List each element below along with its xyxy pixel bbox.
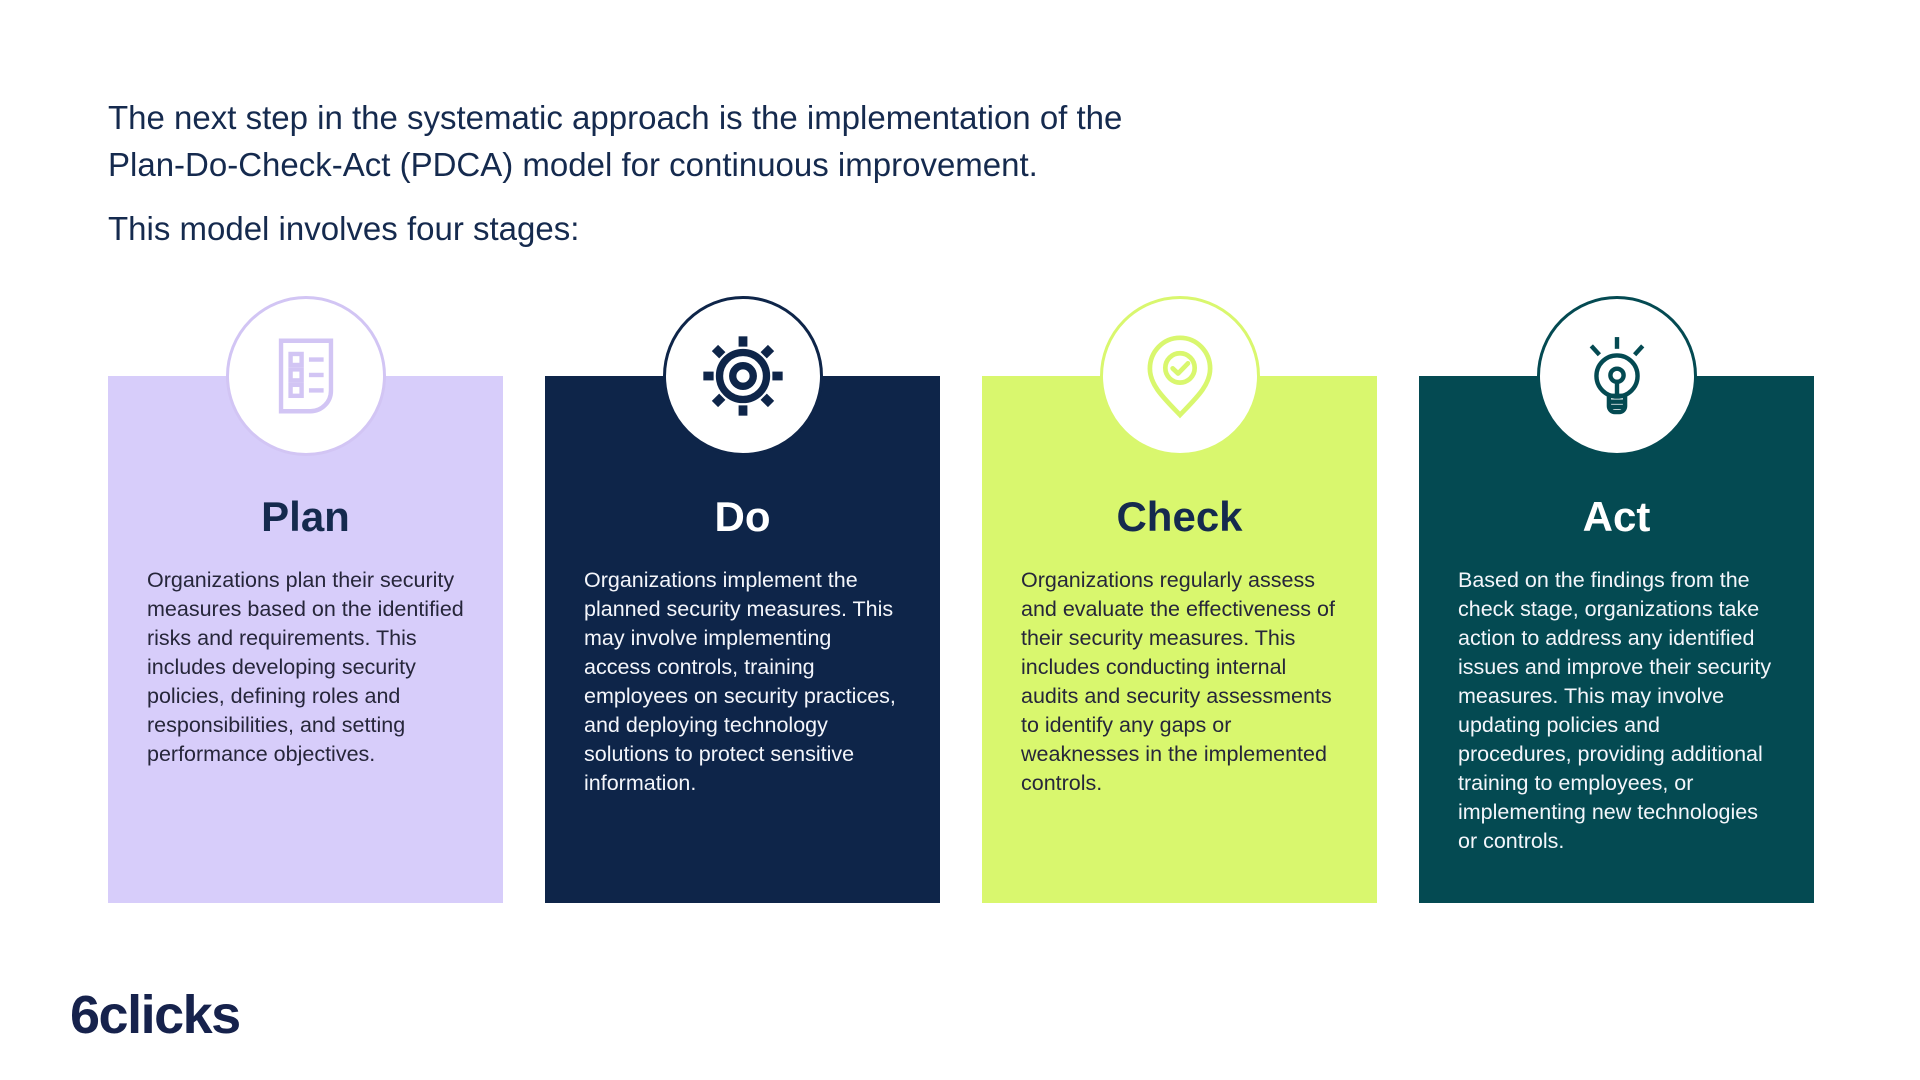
pdca-cards: Plan Organizations plan their security m… <box>108 296 1814 903</box>
card-do-content: Do Organizations implement the planned s… <box>545 376 940 798</box>
card-act-content: Act Based on the findings from the check… <box>1419 376 1814 856</box>
card-check-title: Check <box>1116 493 1243 540</box>
card-check: Check Organizations regularly assess and… <box>982 296 1377 903</box>
card-do-background <box>545 376 940 903</box>
checklist-icon <box>259 329 353 423</box>
intro-text: The next step in the systematic approach… <box>108 94 1122 252</box>
card-plan: Plan Organizations plan their security m… <box>108 296 503 903</box>
card-plan-background <box>108 376 503 903</box>
card-plan-title: Plan <box>261 493 350 540</box>
plan-icon-circle <box>225 296 386 456</box>
do-icon-circle <box>662 296 823 456</box>
intro-line-2: Plan-Do-Check-Act (PDCA) model for conti… <box>108 146 1038 183</box>
card-check-description: Organizations regularly assess and evalu… <box>1021 568 1335 795</box>
card-check-background <box>982 376 1377 903</box>
card-plan-content: Plan Organizations plan their security m… <box>108 376 503 769</box>
check-icon-circle <box>1099 296 1260 456</box>
card-act-background <box>1419 376 1814 903</box>
card-check-content: Check Organizations regularly assess and… <box>982 376 1377 798</box>
card-do-description: Organizations implement the planned secu… <box>584 568 896 795</box>
lightbulb-icon <box>1570 329 1664 423</box>
card-act: Act Based on the findings from the check… <box>1419 296 1814 903</box>
location-check-icon <box>1133 329 1227 423</box>
intro-line-1: The next step in the systematic approach… <box>108 99 1123 136</box>
card-plan-description: Organizations plan their security measur… <box>147 568 464 766</box>
gear-icon <box>696 329 790 423</box>
act-icon-circle <box>1536 296 1697 456</box>
card-act-description: Based on the findings from the check sta… <box>1458 568 1772 853</box>
card-do-title: Do <box>714 493 771 540</box>
card-act-title: Act <box>1582 493 1651 540</box>
card-do: Do Organizations implement the planned s… <box>545 296 940 903</box>
brand-logo: 6clicks <box>70 985 241 1045</box>
intro-subtitle: This model involves four stages: <box>108 210 580 247</box>
